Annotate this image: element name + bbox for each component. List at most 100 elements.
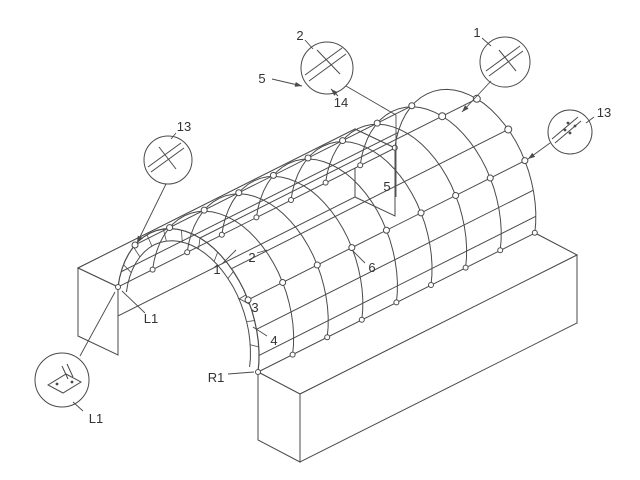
- wall-face: [76, 128, 397, 288]
- joint-node: [269, 171, 277, 179]
- joint-node: [462, 264, 469, 271]
- joint-node: [218, 231, 225, 238]
- joint-node: [166, 224, 174, 232]
- wall-face: [77, 267, 119, 356]
- joint-node: [200, 206, 208, 214]
- joint-node: [428, 282, 434, 288]
- joint-node: [358, 316, 365, 323]
- leader-line: [227, 371, 255, 375]
- label-arrow-5: 5: [258, 71, 265, 86]
- joint-node: [115, 284, 121, 290]
- leader-line: [170, 132, 177, 140]
- leader-arrowhead: [462, 105, 469, 112]
- label-base-r1: R1: [208, 370, 225, 385]
- leader-line: [136, 183, 167, 244]
- joint-node: [289, 351, 296, 358]
- detail-sketches: [46, 45, 582, 394]
- detail-sketch-line: [66, 363, 74, 378]
- joint-node: [288, 197, 294, 203]
- detail-sketch-line: [308, 53, 347, 82]
- joint-node: [373, 119, 381, 127]
- arch-rib: [394, 88, 537, 233]
- leader-line: [461, 80, 492, 113]
- detail-sketch-line: [147, 142, 182, 168]
- lattice-tick: [181, 230, 183, 243]
- joint-node: [391, 144, 398, 151]
- joint-node: [149, 266, 156, 273]
- joint-node: [131, 241, 139, 249]
- joint-node: [438, 112, 447, 121]
- bolt-dot: [566, 121, 570, 125]
- label-detail-13-left: 13: [177, 119, 191, 134]
- label-part-5: 5: [383, 179, 390, 194]
- bolt-dot: [568, 131, 572, 135]
- leader-line: [252, 326, 268, 337]
- detail-sketch-line: [485, 45, 521, 72]
- lattice-tick: [250, 344, 259, 348]
- lattice-tick: [213, 251, 219, 262]
- bolt-dot: [55, 382, 59, 386]
- joint-node: [304, 154, 312, 162]
- detail-sketch-line: [488, 50, 524, 77]
- joint-node: [357, 162, 364, 169]
- detail-sketch-line: [304, 47, 343, 76]
- bolt-dot: [70, 380, 74, 384]
- leader-arrowhead: [331, 89, 338, 96]
- leader-arrowhead: [137, 235, 143, 243]
- label-part-1: 1: [213, 262, 220, 277]
- detail-sketch-line: [551, 116, 579, 140]
- label-detail-13-right: 13: [597, 105, 611, 120]
- leader-line: [72, 401, 84, 412]
- label-part-2: 2: [248, 250, 255, 265]
- joint-node: [339, 137, 347, 145]
- detail-sketch-line: [554, 120, 582, 144]
- joint-node: [184, 249, 191, 256]
- leader-line: [237, 297, 250, 305]
- joint-node: [504, 125, 513, 134]
- leader-line: [351, 249, 366, 264]
- joint-node: [486, 174, 494, 182]
- detail-sketch-line: [158, 146, 177, 170]
- leader-line: [256, 249, 268, 254]
- arch-inner-chord: [125, 240, 251, 367]
- label-callout-14: 14: [334, 95, 348, 110]
- joint-node: [255, 369, 261, 375]
- figure-labels: 2 5 14 1 13 13 5 1 2 3 4 6 L1 R1 L1: [89, 25, 611, 426]
- bolt-dot: [573, 124, 577, 128]
- base-plate-sketch: [46, 373, 83, 394]
- detail-sketch-line: [61, 365, 69, 380]
- lattice-tick: [133, 246, 141, 258]
- joint-node: [417, 209, 425, 217]
- lattice-tick: [238, 294, 247, 300]
- joint-node: [452, 191, 460, 199]
- label-callout-1: 1: [473, 25, 480, 40]
- support-walls: [76, 128, 579, 463]
- lattice-tick: [123, 264, 132, 273]
- lattice-tick: [198, 237, 201, 250]
- joint-node: [324, 334, 331, 341]
- joint-node: [408, 102, 416, 110]
- joint-node: [253, 214, 260, 221]
- joint-node: [322, 179, 329, 186]
- detail-bubble-top-right: [479, 36, 531, 88]
- leader-lines: [72, 37, 595, 412]
- label-callout-2: 2: [296, 28, 303, 43]
- joint-nodes: [115, 94, 538, 375]
- detail-sketch-line: [150, 147, 185, 173]
- label-part-3: 3: [251, 300, 258, 315]
- wall-face: [257, 371, 301, 463]
- leader-line: [304, 39, 314, 50]
- joint-node: [235, 189, 243, 197]
- joint-node: [348, 244, 356, 252]
- lattice-tick: [146, 234, 153, 247]
- label-part-6: 6: [368, 260, 375, 275]
- joint-node: [531, 229, 538, 236]
- detail-sketch-line: [316, 49, 341, 75]
- leader-line: [79, 291, 116, 357]
- joint-node: [313, 261, 321, 269]
- label-part-4: 4: [270, 333, 277, 348]
- joint-node: [244, 296, 252, 304]
- joint-node: [497, 247, 504, 254]
- lattice-tick: [246, 320, 255, 323]
